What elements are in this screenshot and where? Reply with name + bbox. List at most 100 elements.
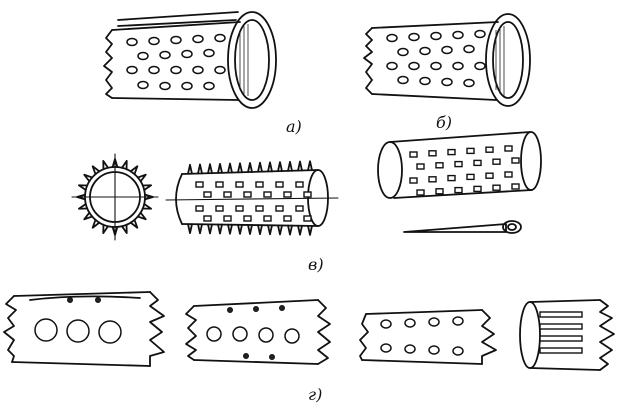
label-b: б) (436, 113, 452, 132)
cylinder-square-holes (195, 181, 312, 222)
square-hole (466, 173, 475, 181)
label-v: в) (308, 255, 324, 274)
label-a: а) (286, 117, 302, 136)
square-hole (195, 205, 204, 212)
square-hole (454, 160, 463, 168)
square-hole (203, 215, 212, 222)
square-hole (416, 189, 425, 196)
square-hole (473, 159, 482, 167)
spike-top (257, 161, 263, 173)
spike (111, 226, 119, 236)
variant-g-piece-1 (3, 291, 165, 367)
square-hole (492, 184, 501, 191)
spike-top (227, 162, 233, 174)
square-hole (428, 176, 437, 183)
spike-top (267, 161, 273, 173)
awl-tool (403, 220, 522, 234)
square-hole (235, 181, 244, 188)
square-hole (223, 191, 232, 198)
square-hole (243, 215, 252, 222)
square-hole (511, 183, 520, 190)
tube-square-holes (409, 145, 520, 196)
square-hole (295, 205, 304, 212)
spike (141, 184, 153, 191)
spike-bottom (217, 223, 223, 235)
square-hole (485, 146, 494, 153)
square-hole (215, 205, 224, 212)
square-hole (223, 215, 232, 222)
square-hole (275, 181, 284, 188)
square-hole (263, 191, 272, 198)
spike-bottom (307, 224, 313, 236)
square-hole (435, 188, 444, 195)
spike (111, 158, 119, 168)
spike (141, 203, 153, 210)
cross-section-spikes (76, 158, 154, 236)
spike-bottom (247, 224, 253, 235)
spike-bottom (227, 223, 233, 235)
spike (76, 193, 86, 201)
spike-top (287, 160, 293, 172)
square-hole (511, 157, 520, 164)
spike (91, 165, 101, 176)
spike-top (187, 163, 193, 175)
square-hole (492, 158, 501, 165)
square-hole (409, 177, 418, 184)
spike-bottom (257, 224, 263, 236)
spike-top (277, 161, 283, 173)
spike (83, 211, 94, 221)
spike-bottom (297, 224, 303, 236)
spike-top (217, 162, 223, 174)
spike (77, 184, 89, 191)
spike (77, 203, 89, 210)
variant-b-holes (386, 29, 486, 88)
spike (83, 173, 94, 183)
square-hole (435, 162, 444, 169)
spike-top (307, 160, 313, 172)
spike (121, 159, 128, 171)
square-hole (263, 215, 272, 222)
spike (129, 218, 139, 229)
square-hole (454, 186, 463, 194)
variant-g-piece-2 (185, 299, 331, 365)
spike-top (207, 163, 213, 175)
spike-top (247, 162, 253, 173)
square-hole (428, 150, 437, 157)
spike (129, 165, 139, 176)
spike-bottom (197, 223, 203, 235)
square-hole (504, 171, 513, 178)
variant-v-cross-section (71, 153, 159, 241)
spike-top (197, 163, 203, 175)
spike-top (237, 162, 243, 174)
square-hole (283, 215, 292, 222)
square-hole (283, 191, 292, 198)
variant-v-spiked-cylinder: в) (165, 160, 339, 274)
square-hole (235, 205, 244, 212)
square-hole (303, 191, 312, 198)
variant-a-holes (126, 33, 226, 91)
square-hole (203, 191, 212, 198)
cylinder-spikes (187, 160, 313, 236)
variant-a-cylinder-with-ring: а) (103, 11, 302, 136)
square-hole (504, 145, 513, 152)
spike-bottom (207, 223, 213, 235)
spike (102, 159, 109, 171)
variant-v-square-hole-tube (377, 131, 542, 199)
square-hole (466, 147, 475, 155)
square-hole (243, 191, 252, 198)
spike-bottom (237, 223, 243, 235)
square-hole (255, 181, 264, 188)
spike-top (297, 160, 303, 172)
spike-bottom (287, 224, 293, 236)
square-hole (409, 151, 418, 158)
square-hole (275, 205, 284, 212)
square-hole (473, 185, 482, 193)
spike-bottom (187, 223, 193, 235)
square-hole (255, 205, 264, 212)
square-hole (215, 181, 224, 188)
spike (144, 193, 154, 201)
label-g: г) (308, 385, 322, 404)
square-hole (485, 172, 494, 179)
square-hole (447, 174, 456, 182)
